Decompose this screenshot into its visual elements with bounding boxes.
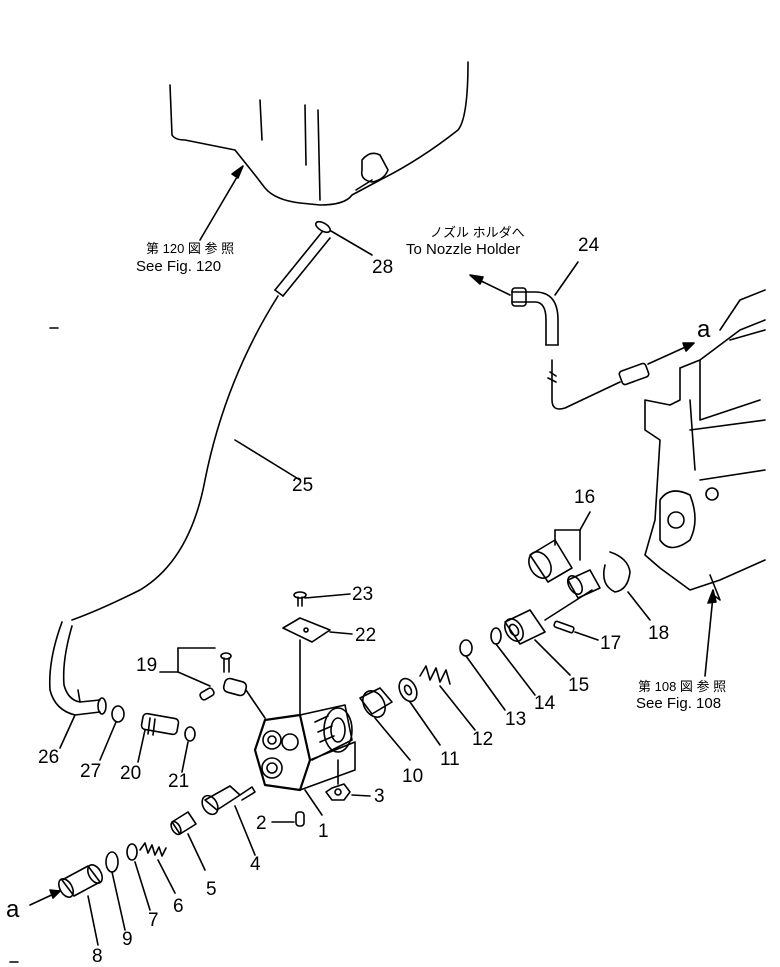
connection-a-top: a: [697, 316, 711, 343]
label-part-4: 4: [250, 854, 261, 875]
label-part-9: 9: [122, 929, 133, 950]
part-4-plunger: [201, 785, 256, 856]
part-8-fitting: [29, 864, 104, 946]
ref-nozzle-jp: ノズル ホルダへ: [430, 225, 525, 240]
ref-fig108-jp: 第 108 図 参 照: [638, 679, 727, 694]
part-27-clamp: [99, 705, 125, 761]
ref-fig108-en: See Fig. 108: [636, 695, 722, 712]
label-part-21: 21: [168, 771, 190, 792]
label-part-2: 2: [256, 813, 267, 834]
label-part-18: 18: [648, 623, 670, 644]
part-25-hose: [71, 231, 331, 621]
part-5-valve: [170, 811, 206, 871]
label-part-16: 16: [574, 487, 596, 508]
label-part-14: 14: [534, 693, 556, 714]
part-11-washer: [398, 677, 441, 746]
part-14-ring: [490, 627, 536, 696]
label-part-15: 15: [568, 675, 590, 696]
label-part-26: 26: [38, 747, 60, 768]
label-part-1: 1: [318, 821, 329, 842]
part-17-pin: [553, 620, 599, 641]
label-part-27: 27: [80, 761, 102, 782]
part-12-spring: [419, 665, 476, 731]
part-3-nut: [325, 759, 371, 801]
fig120-pointer: [199, 165, 244, 241]
part-28-clamp: [314, 220, 373, 256]
connector-a-top: [618, 342, 695, 386]
part-23-screw: [293, 591, 351, 607]
part-24-pipe: [469, 261, 621, 410]
part-26-elbow: [48, 621, 107, 749]
ref-fig120-en: See Fig. 120: [136, 258, 222, 275]
part-1-pump-body: [253, 639, 356, 816]
label-part-10: 10: [402, 766, 424, 787]
part-7-ring: [126, 843, 151, 911]
part-15-sleeve: [504, 609, 571, 676]
part-9-ring: [105, 851, 126, 931]
part-10-nut: [359, 687, 411, 761]
part-13-seat: [459, 639, 506, 711]
part-20-nipple: [137, 712, 180, 763]
part-2-pin: [271, 811, 305, 827]
label-part-12: 12: [472, 729, 494, 750]
part-22-gasket: [282, 617, 353, 643]
connection-a-bottom: a: [6, 896, 20, 923]
label-part-7: 7: [148, 910, 159, 931]
label-part-6: 6: [173, 896, 184, 917]
ref-nozzle-en: To Nozzle Holder: [406, 241, 521, 258]
label-part-17: 17: [600, 633, 622, 654]
ref-fig120-jp: 第 120 図 参 照: [146, 241, 235, 256]
label-part-8: 8: [92, 946, 103, 967]
label-part-20: 20: [120, 763, 142, 784]
label-part-13: 13: [505, 709, 527, 730]
part-6-spring: [139, 842, 176, 894]
label-part-28: 28: [372, 257, 394, 278]
label-part-25: 25: [292, 475, 314, 496]
part-18-snapring: [602, 551, 651, 621]
pump-to-body-link: [544, 589, 593, 621]
part-16-bushings: [528, 511, 601, 599]
label-part-11: 11: [440, 749, 460, 770]
label-part-19: 19: [136, 655, 158, 676]
part-21-ring: [181, 726, 196, 773]
label-part-22: 22: [355, 625, 377, 646]
label-part-3: 3: [374, 786, 385, 807]
engine-block: [644, 289, 766, 677]
label-part-23: 23: [352, 584, 374, 605]
label-part-5: 5: [206, 879, 217, 900]
label-part-24: 24: [578, 235, 600, 256]
part-19-pins: [159, 647, 266, 719]
fuel-tank: [169, 61, 469, 206]
